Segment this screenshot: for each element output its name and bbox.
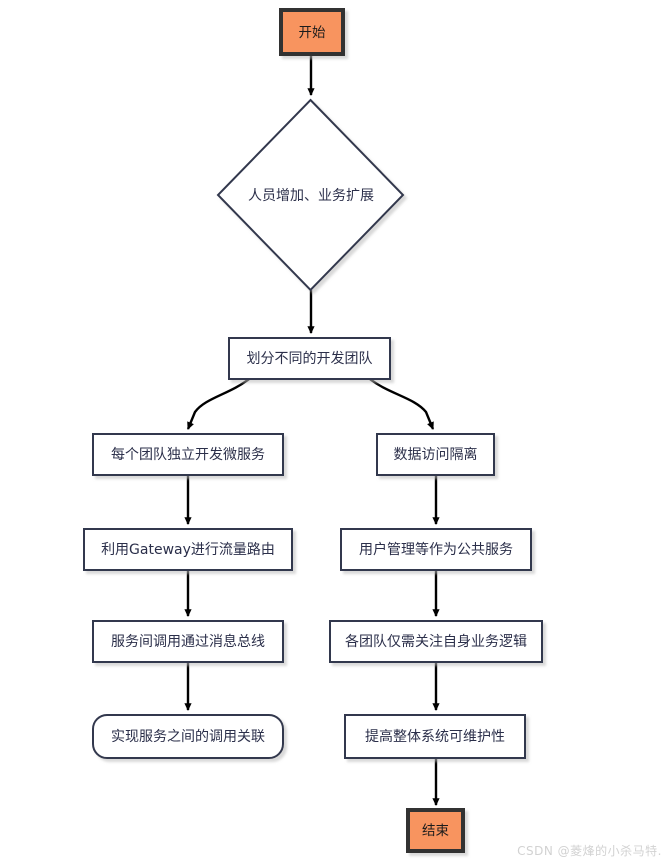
node-left2-label: 利用Gateway进行流量路由 — [101, 542, 275, 558]
node-left3[interactable]: 服务间调用通过消息总线 — [92, 620, 284, 663]
node-split-label: 划分不同的开发团队 — [247, 351, 373, 367]
node-start-label: 开始 — [299, 25, 326, 41]
node-right2-label: 用户管理等作为公共服务 — [359, 541, 513, 558]
node-left3-label: 服务间调用通过消息总线 — [111, 633, 265, 650]
edge-split-to-left1 — [186, 378, 250, 430]
node-decision[interactable]: 人员增加、业务扩展 — [216, 98, 405, 292]
node-left2[interactable]: 利用Gateway进行流量路由 — [83, 528, 293, 571]
node-right1-label: 数据访问隔离 — [394, 446, 478, 463]
node-split[interactable]: 划分不同的开发团队 — [228, 337, 391, 380]
node-right2[interactable]: 用户管理等作为公共服务 — [340, 528, 532, 571]
node-end-label: 结束 — [422, 823, 449, 839]
node-end[interactable]: 结束 — [406, 808, 465, 853]
edge-layer — [184, 54, 440, 807]
node-right4[interactable]: 提高整体系统可维护性 — [344, 714, 526, 759]
csdn-watermark: CSDN @菱烽的小杀马特. — [517, 844, 662, 858]
node-left1[interactable]: 每个团队独立开发微服务 — [92, 433, 284, 476]
node-start[interactable]: 开始 — [279, 8, 345, 56]
node-left4[interactable]: 实现服务之间的调用关联 — [92, 714, 284, 759]
node-right1[interactable]: 数据访问隔离 — [376, 433, 495, 476]
node-right4-label: 提高整体系统可维护性 — [365, 728, 505, 745]
node-right3[interactable]: 各团队仅需关注自身业务逻辑 — [329, 620, 543, 663]
node-decision-label: 人员增加、业务扩展 — [248, 188, 374, 204]
node-right3-label: 各团队仅需关注自身业务逻辑 — [345, 634, 527, 650]
node-left4-label: 实现服务之间的调用关联 — [111, 729, 265, 745]
edge-split-to-right1 — [369, 378, 435, 430]
node-left1-label: 每个团队独立开发微服务 — [111, 447, 265, 463]
